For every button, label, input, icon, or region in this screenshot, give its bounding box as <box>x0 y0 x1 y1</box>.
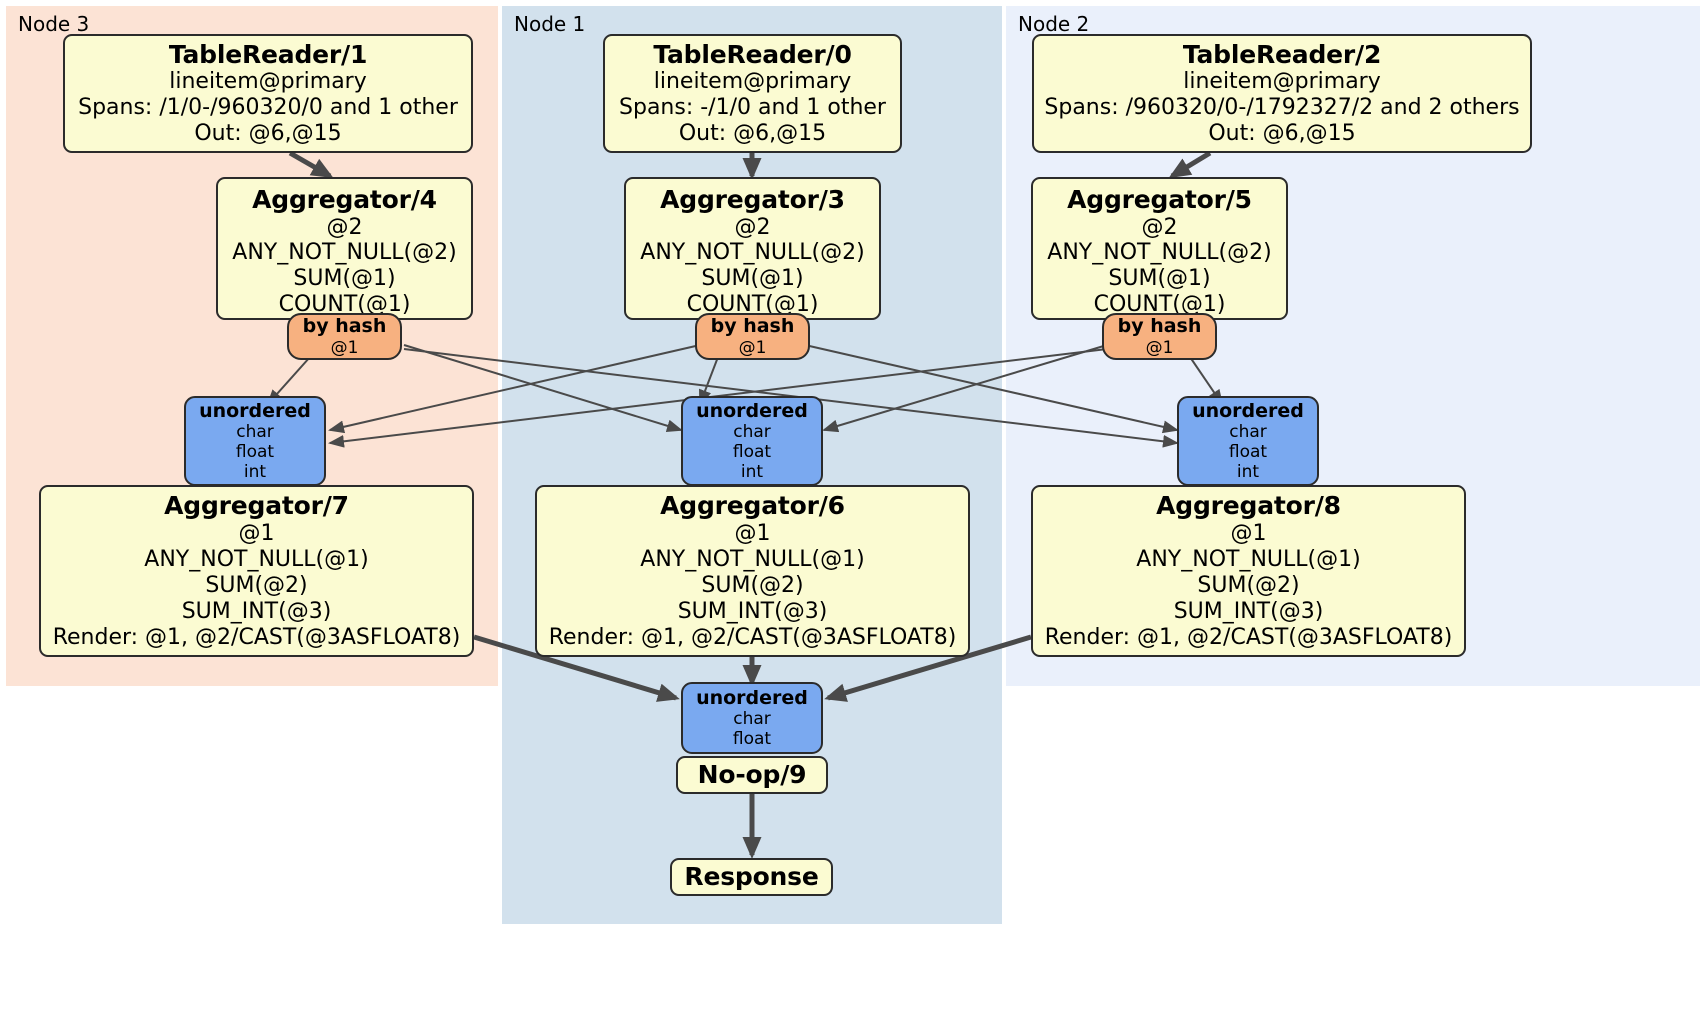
aggregator-4-line-1: ANY_NOT_NULL(@2) <box>232 240 457 266</box>
aggregator-5-line-1: ANY_NOT_NULL(@2) <box>1047 240 1272 266</box>
stream-unordered-left[interactable]: unordered char float int <box>184 396 326 486</box>
aggregator-7-title: Aggregator/7 <box>164 491 349 521</box>
node-aggregator-3[interactable]: Aggregator/3 @2 ANY_NOT_NULL(@2) SUM(@1)… <box>624 177 881 320</box>
unordered-center-line-2: int <box>740 462 764 483</box>
aggregator-4-title: Aggregator/4 <box>252 185 437 214</box>
by-hash-center-line-0: @1 <box>738 337 767 358</box>
unordered-final-line-0: char <box>733 709 771 730</box>
router-by-hash-center[interactable]: by hash @1 <box>695 313 810 360</box>
aggregator-8-line-2: SUM(@2) <box>1197 572 1300 598</box>
stream-unordered-center[interactable]: unordered char float int <box>681 396 823 486</box>
router-by-hash-right[interactable]: by hash @1 <box>1102 313 1217 360</box>
aggregator-7-line-0: @1 <box>238 520 275 546</box>
by-hash-left-title: by hash <box>302 315 387 338</box>
table-reader-0-line-2: Out: @6,@15 <box>678 121 827 147</box>
by-hash-right-line-0: @1 <box>1145 337 1174 358</box>
by-hash-center-title: by hash <box>710 315 795 338</box>
unordered-right-line-1: float <box>1228 442 1268 463</box>
aggregator-5-line-0: @2 <box>1141 214 1178 240</box>
node-aggregator-8[interactable]: Aggregator/8 @1 ANY_NOT_NULL(@1) SUM(@2)… <box>1031 485 1466 657</box>
aggregator-8-line-1: ANY_NOT_NULL(@1) <box>1136 546 1361 572</box>
aggregator-6-title: Aggregator/6 <box>660 491 845 521</box>
unordered-right-line-2: int <box>1236 462 1260 483</box>
aggregator-3-line-2: SUM(@1) <box>701 266 804 292</box>
stream-unordered-right[interactable]: unordered char float int <box>1177 396 1319 486</box>
table-reader-1-title: TableReader/1 <box>168 39 368 69</box>
cluster-label-node-3: Node 3 <box>18 12 90 36</box>
aggregator-3-line-1: ANY_NOT_NULL(@2) <box>640 240 865 266</box>
unordered-left-line-2: int <box>243 462 267 483</box>
table-reader-2-line-1: Spans: /960320/0-/1792327/2 and 2 others <box>1044 95 1520 121</box>
unordered-center-line-1: float <box>732 442 772 463</box>
aggregator-8-line-0: @1 <box>1230 520 1267 546</box>
aggregator-8-line-4: Render: @1, @2/CAST(@3ASFLOAT8) <box>1044 624 1453 650</box>
unordered-final-title: unordered <box>696 686 808 709</box>
aggregator-6-line-0: @1 <box>734 520 771 546</box>
unordered-final-line-1: float <box>732 729 772 750</box>
node-no-op-9[interactable]: No-op/9 <box>676 756 828 794</box>
table-reader-1-line-2: Out: @6,@15 <box>194 121 342 147</box>
router-by-hash-left[interactable]: by hash @1 <box>287 313 402 360</box>
aggregator-3-title: Aggregator/3 <box>660 185 845 214</box>
table-reader-0-line-0: lineitem@primary <box>653 69 852 95</box>
node-table-reader-1[interactable]: TableReader/1 lineitem@primary Spans: /1… <box>63 34 473 153</box>
aggregator-7-line-1: ANY_NOT_NULL(@1) <box>144 546 369 572</box>
table-reader-2-title: TableReader/2 <box>1182 39 1382 69</box>
table-reader-1-line-1: Spans: /1/0-/960320/0 and 1 other <box>78 95 458 121</box>
aggregator-7-line-4: Render: @1, @2/CAST(@3ASFLOAT8) <box>52 624 461 650</box>
node-aggregator-4[interactable]: Aggregator/4 @2 ANY_NOT_NULL(@2) SUM(@1)… <box>216 177 473 320</box>
no-op-9-title: No-op/9 <box>697 760 807 790</box>
table-reader-0-line-1: Spans: -/1/0 and 1 other <box>619 95 886 121</box>
unordered-center-line-0: char <box>733 422 771 443</box>
aggregator-3-line-0: @2 <box>734 214 771 240</box>
aggregator-7-line-2: SUM(@2) <box>205 572 308 598</box>
unordered-left-title: unordered <box>199 399 311 422</box>
aggregator-4-line-0: @2 <box>326 214 363 240</box>
unordered-center-title: unordered <box>696 399 808 422</box>
unordered-right-line-0: char <box>1229 422 1267 443</box>
aggregator-6-line-2: SUM(@2) <box>701 572 804 598</box>
aggregator-4-line-2: SUM(@1) <box>293 266 396 292</box>
by-hash-left-line-0: @1 <box>330 337 359 358</box>
aggregator-8-line-3: SUM_INT(@3) <box>1173 598 1324 624</box>
unordered-left-line-1: float <box>235 442 275 463</box>
table-reader-0-title: TableReader/0 <box>653 39 852 69</box>
aggregator-6-line-1: ANY_NOT_NULL(@1) <box>640 546 865 572</box>
aggregator-5-line-2: SUM(@1) <box>1108 266 1211 292</box>
table-reader-2-line-0: lineitem@primary <box>1183 69 1381 95</box>
aggregator-5-title: Aggregator/5 <box>1067 185 1252 214</box>
node-aggregator-5[interactable]: Aggregator/5 @2 ANY_NOT_NULL(@2) SUM(@1)… <box>1031 177 1288 320</box>
table-reader-2-line-2: Out: @6,@15 <box>1208 121 1356 147</box>
unordered-right-title: unordered <box>1192 399 1304 422</box>
node-table-reader-0[interactable]: TableReader/0 lineitem@primary Spans: -/… <box>603 34 902 153</box>
table-reader-1-line-0: lineitem@primary <box>169 69 367 95</box>
by-hash-right-title: by hash <box>1117 315 1202 338</box>
aggregator-6-line-4: Render: @1, @2/CAST(@3ASFLOAT8) <box>548 624 957 650</box>
node-aggregator-7[interactable]: Aggregator/7 @1 ANY_NOT_NULL(@1) SUM(@2)… <box>39 485 474 657</box>
response-title: Response <box>684 862 819 892</box>
node-response[interactable]: Response <box>670 858 833 896</box>
cluster-label-node-2: Node 2 <box>1018 12 1090 36</box>
aggregator-6-line-3: SUM_INT(@3) <box>677 598 828 624</box>
cluster-label-node-1: Node 1 <box>514 12 586 36</box>
node-aggregator-6[interactable]: Aggregator/6 @1 ANY_NOT_NULL(@1) SUM(@2)… <box>535 485 970 657</box>
unordered-left-line-0: char <box>236 422 274 443</box>
node-table-reader-2[interactable]: TableReader/2 lineitem@primary Spans: /9… <box>1032 34 1532 153</box>
aggregator-7-line-3: SUM_INT(@3) <box>181 598 332 624</box>
aggregator-8-title: Aggregator/8 <box>1156 491 1341 521</box>
stream-unordered-final[interactable]: unordered char float <box>681 682 823 754</box>
